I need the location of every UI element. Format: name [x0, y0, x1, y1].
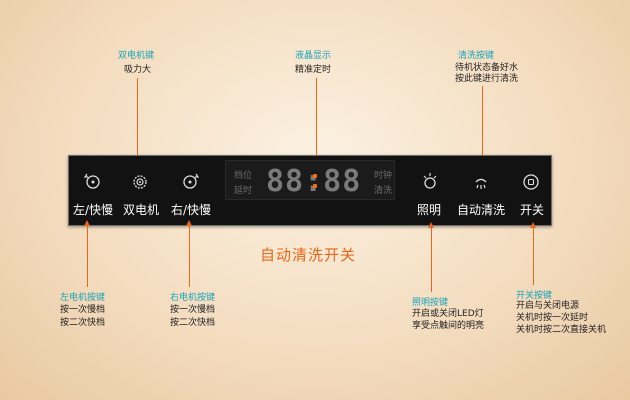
annotation-dual-motor-title: 双电机键 [118, 51, 155, 61]
connector-power [533, 227, 534, 285]
annotation-left-motor-title: 左电机按键 [60, 293, 106, 303]
connector-lcd [316, 78, 317, 166]
annotation-dual-motor-line1: 吸力大 [124, 65, 152, 75]
right-fast-slow-button[interactable]: 右/快慢 [169, 156, 217, 227]
annotation-clean-line2: 按此键进行清洗 [455, 74, 519, 84]
left-slow-fast-button[interactable]: 左/快慢 [73, 156, 117, 227]
control-panel: 左/快慢 双电机 右/快慢 档位 延时 88:88 时钟 清洗 照明 [68, 155, 552, 226]
annotation-right-motor-title: 右电机按键 [170, 293, 216, 303]
arrow-power [530, 222, 536, 228]
display-colon-top [313, 174, 317, 178]
annotation-power-title: 开关按键 [516, 291, 553, 301]
annotation-right-motor-line2: 按二次快档 [170, 318, 216, 328]
connector-dual-motor [137, 78, 138, 172]
left-slow-fast-label: 左/快慢 [73, 203, 114, 217]
display-bottom-right: 清洗 [374, 186, 393, 196]
display-top-left: 档位 [234, 171, 253, 181]
annotation-light-line2: 享受点触间的明亮 [412, 321, 485, 331]
auto-clean-switch-label: 自动清洗开关 [260, 246, 357, 264]
light-button[interactable]: 照明 [413, 156, 447, 227]
right-fast-slow-label: 右/快慢 [171, 203, 212, 217]
display-digits: 88:88 [266, 164, 362, 199]
annotation-right-motor-line1: 按一次慢档 [170, 305, 216, 315]
annotation-power-line1: 开启与关闭电源 [516, 301, 580, 311]
display-bottom-left: 延时 [234, 186, 253, 196]
dual-motor-button[interactable]: 双电机 [121, 156, 165, 227]
light-label: 照明 [417, 203, 442, 217]
auto-clean-button[interactable]: 自动清洗 [453, 156, 509, 227]
connector-clean [482, 86, 483, 174]
auto-clean-label: 自动清洗 [457, 203, 506, 217]
annotation-lcd-title: 液晶显示 [295, 51, 332, 61]
lamp-icon [423, 173, 437, 189]
annotation-clean-title: 清洗按键 [458, 51, 495, 61]
connector-light [431, 227, 432, 292]
connector-left-motor [87, 225, 88, 287]
annotation-lcd-line1: 精准定时 [295, 65, 332, 75]
annotation-power-line3: 关机时按二次直接关机 [516, 325, 607, 335]
arrow-light [428, 222, 434, 228]
spray-icon [475, 178, 487, 189]
fan-right-icon [183, 173, 200, 189]
annotation-light-title: 照明按键 [412, 298, 449, 308]
dual-motor-label: 双电机 [123, 203, 160, 217]
annotation-power-line2: 关机时按一次延时 [516, 313, 589, 323]
lcd-display: 档位 延时 88:88 时钟 清洗 [225, 160, 395, 200]
power-button[interactable]: 开关 [515, 156, 549, 227]
annotation-left-motor-line2: 按二次快档 [60, 318, 106, 328]
display-colon-bottom [313, 184, 317, 188]
connector-right-motor [189, 225, 190, 287]
fan-left-icon [83, 173, 100, 189]
annotation-left-motor-line1: 按一次慢档 [60, 305, 106, 315]
fan-gear-icon [133, 175, 147, 189]
annotation-light-line1: 开启或关闭LED灯 [412, 309, 484, 319]
annotation-clean-line1: 待机状态备好水 [455, 63, 519, 73]
arrow-right-motor [186, 220, 192, 226]
power-label: 开关 [520, 203, 545, 217]
arrow-left-motor [84, 220, 90, 226]
display-top-right: 时钟 [374, 171, 393, 181]
power-icon [523, 174, 539, 190]
